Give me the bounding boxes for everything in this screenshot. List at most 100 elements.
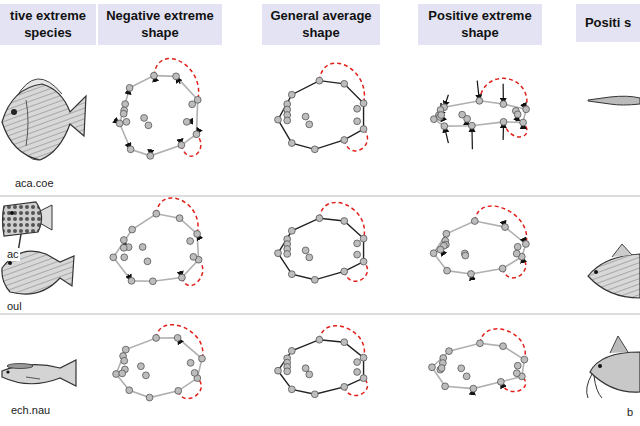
landmark-point bbox=[153, 210, 160, 217]
landmark-point bbox=[119, 370, 126, 377]
species-code: aca.coe bbox=[14, 177, 55, 190]
landmark-point bbox=[306, 254, 313, 261]
fish-drawing bbox=[2, 79, 86, 160]
shape-outline bbox=[278, 340, 364, 395]
landmark-point bbox=[444, 267, 451, 274]
landmark-point bbox=[463, 373, 470, 380]
landmark-point bbox=[360, 126, 367, 133]
shape-outline bbox=[113, 214, 198, 282]
landmark-point bbox=[288, 91, 295, 98]
landmark-point bbox=[173, 73, 180, 80]
landmark-point bbox=[145, 122, 152, 129]
landmark-point bbox=[193, 131, 200, 138]
landmark-point bbox=[462, 252, 469, 259]
landmark-point bbox=[302, 113, 309, 120]
landmark-point bbox=[275, 250, 282, 257]
landmark-point bbox=[174, 334, 181, 341]
header-box: Positi s bbox=[576, 4, 640, 42]
landmark-point bbox=[194, 231, 201, 238]
landmark-point bbox=[302, 247, 309, 254]
landmark-point bbox=[144, 258, 151, 265]
shape-outline bbox=[434, 221, 526, 274]
landmark-point bbox=[288, 347, 295, 354]
landmark-point bbox=[122, 101, 129, 108]
landmark-point bbox=[469, 122, 476, 129]
landmark-point bbox=[468, 271, 475, 278]
landmark-point bbox=[500, 101, 507, 108]
landmark-point bbox=[523, 106, 530, 113]
landmark-point bbox=[502, 224, 509, 231]
header-box: General average shape bbox=[262, 4, 380, 45]
column-heading: Positi s bbox=[585, 15, 631, 31]
landmark-point bbox=[522, 241, 529, 248]
landmark-shape bbox=[431, 78, 530, 149]
shape-outline bbox=[434, 101, 526, 126]
landmark-point bbox=[429, 364, 436, 371]
landmark-point bbox=[116, 120, 123, 127]
landmark-point bbox=[354, 251, 361, 258]
landmark-point bbox=[354, 105, 361, 112]
landmark-point bbox=[288, 271, 295, 278]
landmark-point bbox=[141, 115, 148, 122]
landmark-point bbox=[360, 235, 367, 242]
landmark-point bbox=[306, 121, 313, 128]
landmark-point bbox=[437, 246, 444, 253]
landmark-point bbox=[190, 253, 197, 260]
shape-outline bbox=[432, 343, 524, 388]
landmark-point bbox=[183, 118, 190, 125]
fish-drawing bbox=[587, 336, 640, 398]
species-code: ac bbox=[6, 248, 20, 261]
landmark-point bbox=[191, 369, 198, 376]
landmark-point bbox=[284, 368, 291, 375]
landmark-point bbox=[176, 215, 183, 222]
landmark-point bbox=[360, 375, 367, 382]
landmark-point bbox=[147, 152, 154, 159]
landmark-point bbox=[354, 359, 361, 366]
fin-arc bbox=[319, 326, 364, 358]
landmark-point bbox=[127, 146, 134, 153]
row-separator bbox=[0, 196, 640, 197]
species-code: oul bbox=[6, 300, 23, 313]
landmark-point bbox=[187, 359, 194, 366]
fin-arc bbox=[479, 78, 527, 109]
species-code: b bbox=[626, 406, 634, 419]
landmark-point bbox=[354, 240, 361, 247]
landmark-point bbox=[341, 268, 348, 275]
header-box: Positive extreme shape bbox=[418, 4, 542, 45]
landmark-point bbox=[288, 386, 295, 393]
landmark-point bbox=[138, 363, 145, 370]
landmark-point bbox=[128, 277, 135, 284]
landmark-point bbox=[521, 356, 528, 363]
landmark-point bbox=[149, 278, 156, 285]
landmark-point bbox=[146, 394, 153, 401]
landmark-point bbox=[470, 385, 477, 392]
landmark-point bbox=[354, 369, 361, 376]
landmark-point bbox=[120, 237, 127, 244]
landmark-point bbox=[341, 137, 348, 144]
landmark-point bbox=[360, 258, 367, 265]
landmark-point bbox=[151, 72, 158, 79]
landmark-point bbox=[275, 367, 282, 374]
landmark-point bbox=[175, 387, 182, 394]
landmark-point bbox=[288, 140, 295, 147]
landmark-point bbox=[500, 343, 507, 350]
landmark-point bbox=[179, 274, 186, 281]
landmark-point bbox=[499, 265, 506, 272]
fin-arc bbox=[156, 198, 198, 234]
landmark-point bbox=[438, 112, 445, 119]
landmark-point bbox=[311, 146, 318, 153]
landmark-point bbox=[306, 371, 313, 378]
landmark-point bbox=[514, 243, 521, 250]
landmark-point bbox=[430, 250, 437, 257]
fin-arc bbox=[156, 325, 203, 359]
landmark-shape bbox=[110, 198, 203, 286]
landmark-point bbox=[341, 383, 348, 390]
landmark-point bbox=[514, 111, 521, 118]
header-box: tive extreme species bbox=[0, 4, 96, 45]
landmark-point bbox=[121, 254, 128, 261]
row-separator bbox=[0, 314, 640, 315]
landmark-point bbox=[477, 340, 484, 347]
landmark-point bbox=[464, 115, 471, 122]
